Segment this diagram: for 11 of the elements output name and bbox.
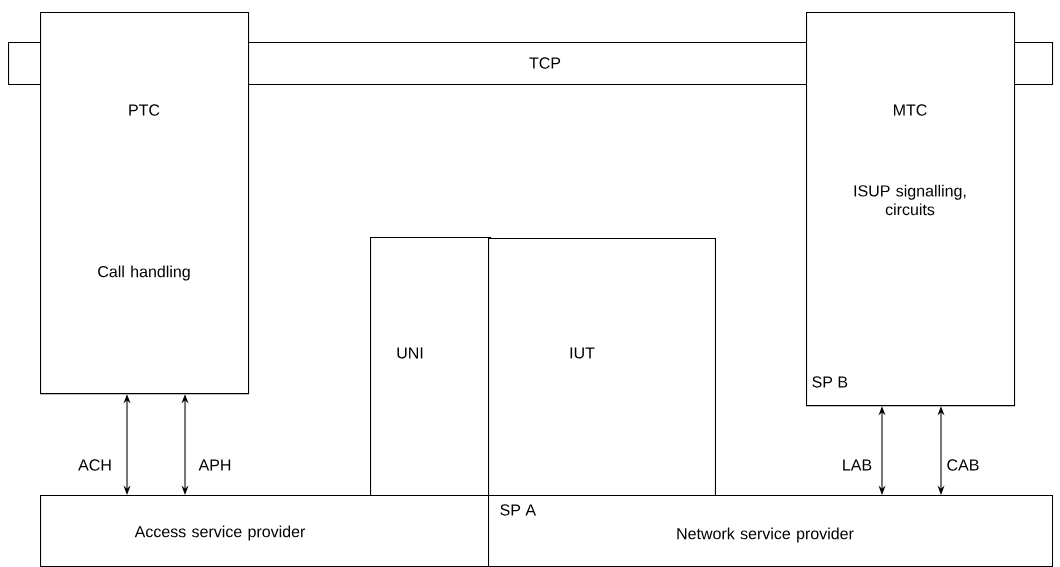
edge-label: LAB	[843, 459, 872, 471]
process-box: MTC ISUP signalling, circuits SP B	[806, 12, 1016, 407]
provider-box: Access service provider	[40, 495, 490, 567]
label: SP A	[500, 504, 537, 516]
edge-label: APH	[198, 459, 231, 471]
process-box: UNI	[370, 237, 492, 497]
edge-label: CAB	[947, 459, 979, 471]
node-label: Network service provider	[677, 527, 854, 543]
edge-label: ACH	[78, 459, 111, 471]
process-box: IUT	[488, 238, 716, 497]
process-box: PTC Call handling	[40, 12, 250, 395]
